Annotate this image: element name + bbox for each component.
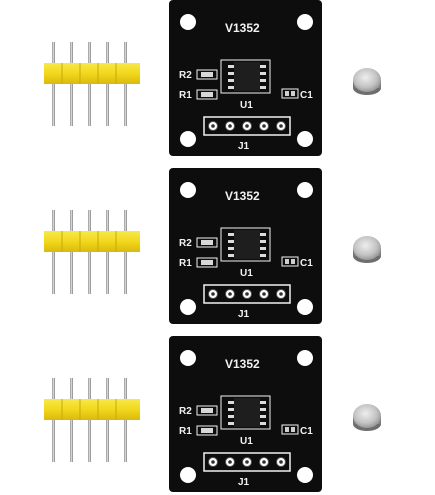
pin-header [44, 42, 140, 126]
label-c1: C1 [300, 90, 313, 101]
chip-u1 [220, 227, 271, 262]
mount-hole [297, 467, 313, 483]
label-r1: R1 [179, 426, 192, 437]
mount-hole [180, 467, 196, 483]
mount-hole [297, 14, 313, 30]
mount-hole [297, 350, 313, 366]
board-label: V1352 [225, 189, 260, 203]
label-u1: U1 [240, 436, 253, 447]
mount-hole [297, 182, 313, 198]
label-j1: J1 [238, 309, 250, 320]
pin-header [44, 378, 140, 462]
label-u1: U1 [240, 268, 253, 279]
label-u1: U1 [240, 100, 253, 111]
mount-hole [180, 182, 196, 198]
label-j1: J1 [238, 477, 250, 488]
header-plastic [44, 399, 140, 420]
pin-header [44, 210, 140, 294]
label-r1: R1 [179, 258, 192, 269]
mount-hole [180, 299, 196, 315]
label-r2: R2 [179, 70, 192, 81]
mount-hole [180, 131, 196, 147]
header-plastic [44, 63, 140, 84]
module-board: V1352 R2 R1 [169, 0, 322, 156]
magnet [353, 236, 381, 263]
chip-u1 [220, 395, 271, 430]
label-r2: R2 [179, 238, 192, 249]
mount-hole [297, 299, 313, 315]
module-board: V1352 R2 R1 U1 [169, 168, 322, 324]
header-plastic [44, 231, 140, 252]
mount-hole [297, 131, 313, 147]
magnet [353, 404, 381, 431]
label-j1: J1 [238, 141, 250, 152]
magnet [353, 68, 381, 95]
label-c1: C1 [300, 426, 313, 437]
kit-set-1: V1352 R2 R1 [44, 0, 381, 156]
board-label: V1352 [225, 357, 260, 371]
chip-u1 [220, 59, 271, 94]
module-board: V1352 R2 R1 U1 [169, 336, 322, 492]
mount-hole [180, 14, 196, 30]
board-label: V1352 [225, 21, 260, 35]
connector-j1 [203, 452, 291, 472]
mount-hole [180, 350, 196, 366]
connector-j1 [203, 284, 291, 304]
label-r1: R1 [179, 90, 192, 101]
kit-set-2: V1352 R2 R1 U1 [44, 168, 381, 324]
connector-j1 [203, 116, 291, 136]
kit-set-3: V1352 R2 R1 U1 [44, 336, 381, 492]
label-c1: C1 [300, 258, 313, 269]
label-r2: R2 [179, 406, 192, 417]
